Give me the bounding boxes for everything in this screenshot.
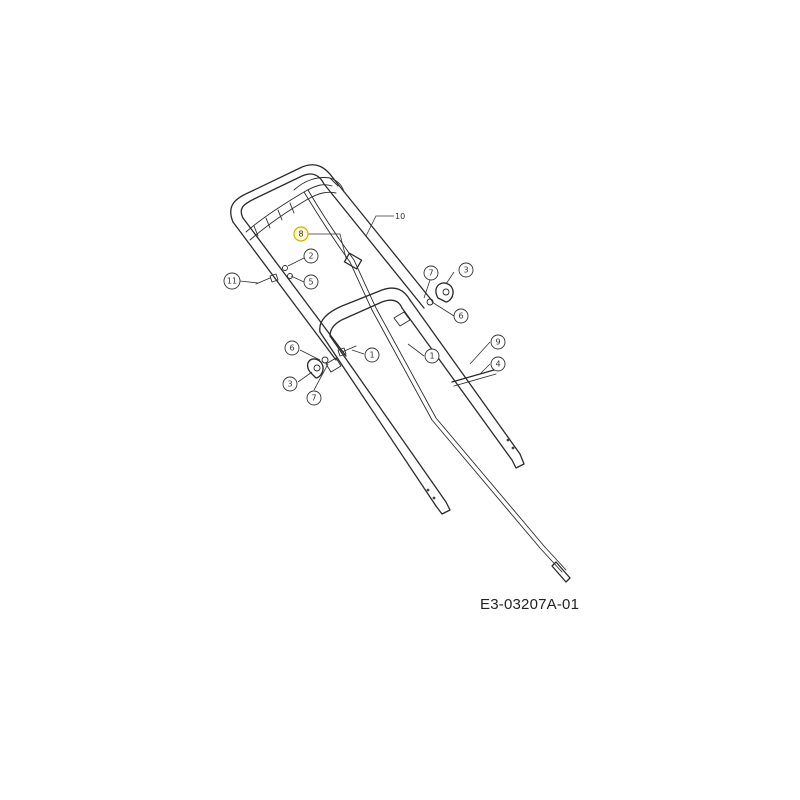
callout-3-left: 3 <box>282 376 298 392</box>
callout-2: 2 <box>303 248 319 264</box>
callout-7-left-label: 7 <box>311 394 316 403</box>
callout-9-label: 9 <box>495 338 500 347</box>
callout-8-top-label: 8 <box>298 230 303 239</box>
callout-5-label: 5 <box>308 278 313 287</box>
callout-11-label: 11 <box>227 277 237 286</box>
lower-handle <box>319 287 525 515</box>
callout-1-right-label: 1 <box>429 352 434 361</box>
control-cable <box>303 189 571 583</box>
callout-4-label: 4 <box>495 360 500 369</box>
drawing-code: E3-03207A-01 <box>480 596 580 613</box>
callout-3-right: 3 <box>458 262 474 278</box>
hardware-parts <box>255 265 497 387</box>
callout-1-left-label: 1 <box>369 351 374 360</box>
leader-lines <box>239 215 491 391</box>
callout-11: 11 <box>223 272 241 290</box>
callout-3-right-label: 3 <box>463 266 468 275</box>
callout-10: 10 <box>395 212 405 221</box>
callout-7-right-label: 7 <box>428 269 433 278</box>
callout-6-right: 6 <box>453 308 469 324</box>
callout-1-left: 1 <box>364 347 380 363</box>
callout-7-right: 7 <box>423 265 439 281</box>
callout-7-left: 7 <box>306 390 322 406</box>
callout-2-label: 2 <box>308 252 313 261</box>
callout-6-left-label: 6 <box>289 344 294 353</box>
callout-10-label: 10 <box>395 212 405 221</box>
callout-5: 5 <box>303 274 319 290</box>
callout-4: 4 <box>490 356 506 372</box>
callout-8-top: 8 <box>293 226 309 242</box>
callout-1-right: 1 <box>424 348 440 364</box>
callout-9: 9 <box>490 334 506 350</box>
callout-6-right-label: 6 <box>458 312 463 321</box>
callout-6-left: 6 <box>284 340 300 356</box>
callout-3-left-label: 3 <box>287 380 292 389</box>
upper-handle <box>230 164 434 361</box>
